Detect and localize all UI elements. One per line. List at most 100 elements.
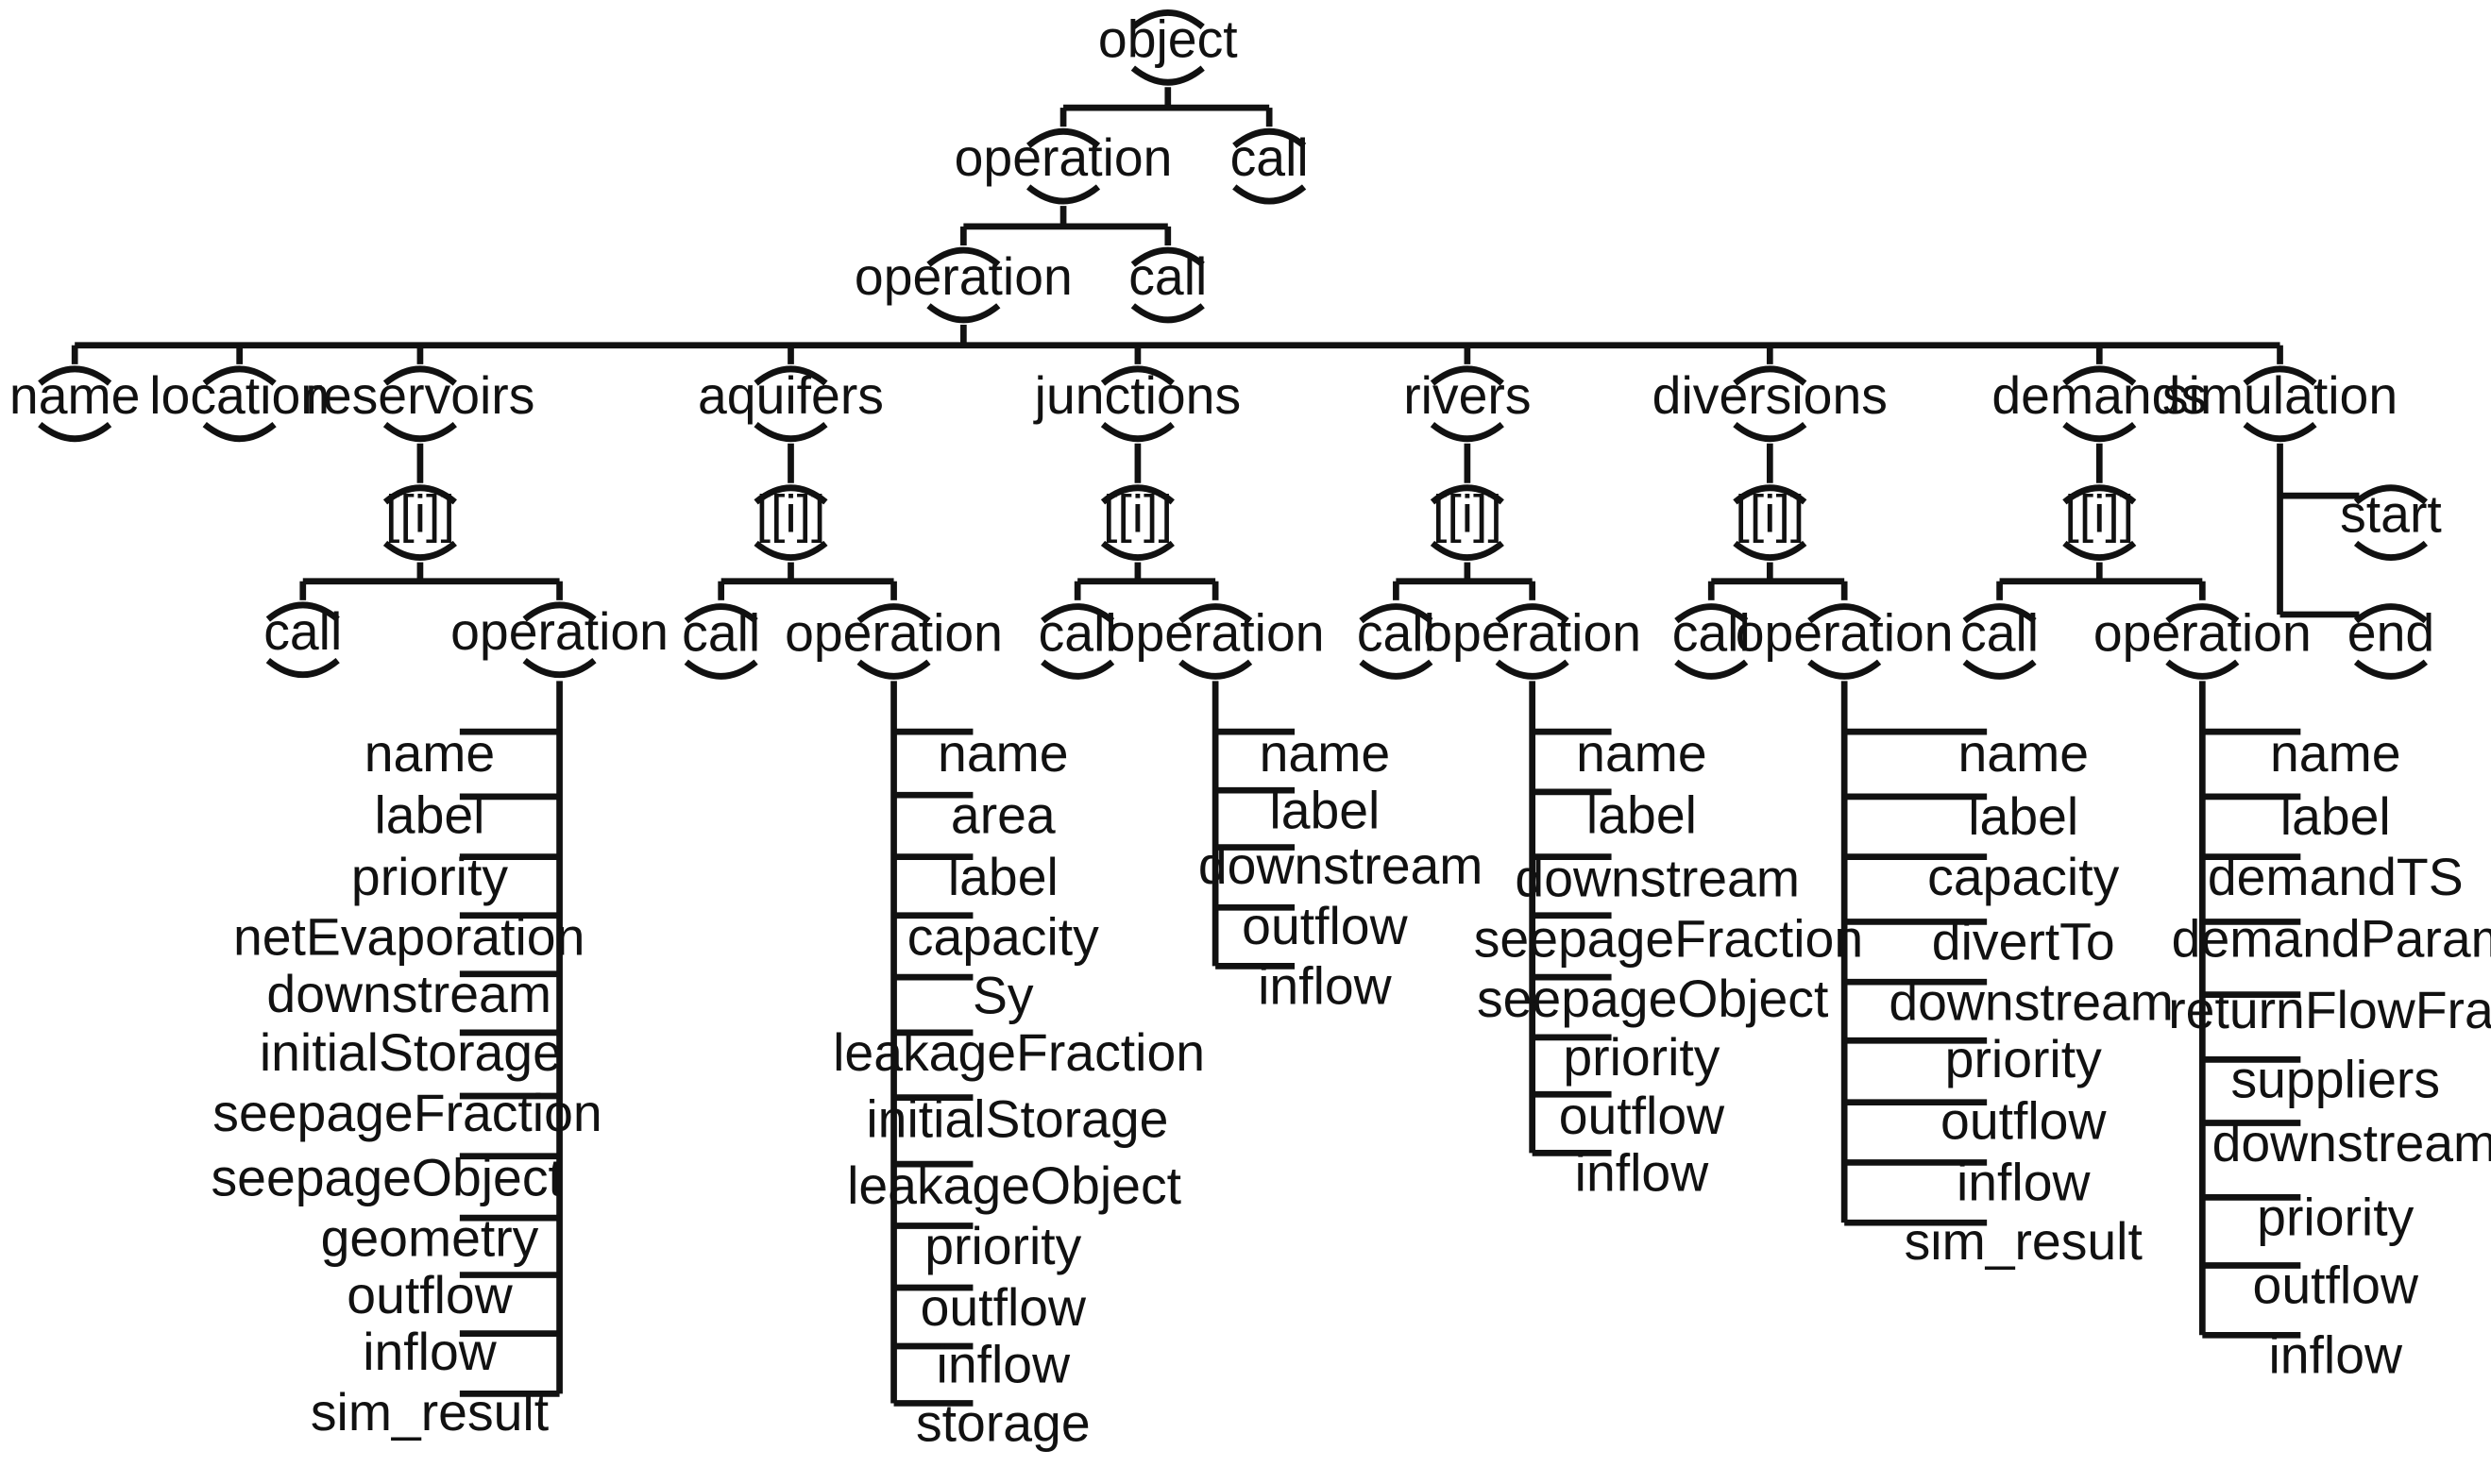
- node-junctions-operation: operation: [1107, 604, 1325, 663]
- attribute-label: divertTo: [1932, 913, 2115, 971]
- node-operation-level2: operation: [855, 247, 1073, 306]
- attribute-label: leakageObject: [847, 1156, 1181, 1215]
- attribute-label: downstream: [1515, 850, 1800, 908]
- attribute-label: outflow: [1940, 1091, 2107, 1150]
- node-aquifers: aquifers: [698, 366, 884, 425]
- attribute-label: area: [951, 785, 1056, 844]
- attribute-label: priority: [1945, 1030, 2102, 1088]
- attribute-label: outflow: [347, 1266, 513, 1324]
- attribute-label: inflow: [1258, 957, 1393, 1016]
- node-bracket-top: [754, 484, 828, 505]
- node-reservoirs-index: [[i]]: [385, 485, 455, 544]
- node-bracket-bottom: [1495, 659, 1569, 680]
- attribute-label: label: [375, 785, 485, 844]
- node-bracket-bottom: [856, 659, 931, 680]
- node-bracket-top: [2353, 484, 2429, 505]
- node-bracket-bottom: [1359, 659, 1433, 680]
- node-bracket-bottom: [1807, 659, 1882, 680]
- attribute-label: priority: [924, 1217, 1081, 1275]
- node-bracket-top: [1430, 365, 1504, 386]
- node-bracket-bottom: [1430, 421, 1504, 443]
- attribute-label: name: [1576, 724, 1706, 783]
- node-bracket-top: [2062, 484, 2137, 505]
- attribute-label: returnFlowFract: [2168, 981, 2491, 1039]
- node-bracket-bottom: [1026, 184, 1101, 205]
- node-bracket-bottom: [754, 540, 828, 561]
- node-bracket-bottom: [684, 659, 758, 680]
- attribute-label: outflow: [2253, 1256, 2419, 1315]
- node-bracket-top: [1130, 9, 1205, 30]
- node-diversions-operation: operation: [1736, 604, 1954, 663]
- node-simulation: simulation: [2162, 366, 2398, 425]
- node-junctions-call: call: [1039, 604, 1117, 663]
- attribute-label: inflow: [363, 1323, 498, 1381]
- node-junctions: junctions: [1033, 366, 1242, 425]
- node-bracket-bottom: [2243, 421, 2317, 443]
- node-bracket-top: [1232, 127, 1307, 148]
- node-aquifers-operation: operation: [785, 604, 1003, 663]
- node-bracket-top: [1359, 603, 1433, 624]
- attribute-label: initialStorage: [866, 1090, 1168, 1149]
- node-demands: demands: [1991, 366, 2207, 425]
- attribute-label: name: [2270, 724, 2400, 783]
- attribute-label: downstream: [2212, 1114, 2491, 1172]
- attribute-label: priority: [1563, 1028, 1720, 1087]
- node-bracket-bottom: [1962, 659, 2037, 680]
- node-bracket-top: [1495, 603, 1569, 624]
- attribute-label: netEvaporation: [233, 908, 585, 967]
- aquifers-attributes: name area label capacity Sy leakageFract…: [833, 724, 1205, 1453]
- node-bracket-top: [1430, 484, 1504, 505]
- node-bracket-top: [1733, 365, 1807, 386]
- node-demands-index: [[i]]: [2064, 485, 2134, 544]
- node-bracket-top: [2165, 603, 2240, 624]
- node-operation-level1: operation: [955, 128, 1173, 187]
- attribute-label: label: [1269, 781, 1380, 839]
- node-reservoirs: reservoirs: [305, 366, 534, 425]
- attribute-label: outflow: [1242, 897, 1408, 955]
- node-rivers: rivers: [1403, 366, 1531, 425]
- node-aquifers-index: [[i]]: [756, 485, 826, 544]
- attribute-label: inflow: [937, 1336, 1072, 1394]
- attribute-label: name: [1260, 724, 1390, 783]
- node-bracket-top: [38, 365, 112, 386]
- attribute-label: initialStorage: [260, 1023, 562, 1082]
- attribute-label: outflow: [1559, 1087, 1725, 1145]
- attribute-label: name: [364, 724, 495, 783]
- node-bracket-bottom: [2062, 540, 2137, 561]
- node-bracket-bottom: [1430, 540, 1504, 561]
- attribute-label: seepageObject: [1477, 970, 1828, 1028]
- node-bracket-bottom: [1130, 65, 1205, 86]
- attribute-label: label: [948, 848, 1059, 906]
- node-bracket-top: [1100, 484, 1175, 505]
- node-bracket-bottom: [522, 657, 597, 679]
- node-bracket-bottom: [1674, 659, 1749, 680]
- attribute-label: name: [938, 724, 1068, 783]
- node-bracket-bottom: [1733, 540, 1807, 561]
- node-bracket-bottom: [2353, 659, 2429, 680]
- demands-attributes: name label demandTS demandParams returnF…: [2168, 724, 2491, 1385]
- attribute-label: label: [2280, 787, 2391, 846]
- attribute-label: seepageObject: [211, 1149, 562, 1207]
- node-simulation-start: start: [2340, 485, 2442, 544]
- node-bracket-bottom: [2165, 659, 2240, 680]
- node-bracket-top: [856, 603, 931, 624]
- node-demands-operation: operation: [2093, 604, 2312, 663]
- reservoirs-attributes: name label priority netEvaporation downs…: [211, 724, 602, 1442]
- node-bracket-top: [382, 365, 457, 386]
- node-bracket-bottom: [754, 421, 828, 443]
- node-bracket-bottom: [2353, 540, 2429, 561]
- attribute-label: capacity: [1927, 848, 2119, 906]
- node-bracket-top: [754, 365, 828, 386]
- attribute-label: demandTS: [2208, 848, 2464, 906]
- node-diversions-index: [[i]]: [1735, 485, 1805, 544]
- node-bracket-top: [684, 603, 758, 624]
- node-rivers-operation: operation: [1423, 604, 1641, 663]
- attribute-label: sim_result: [1905, 1212, 2143, 1271]
- attribute-label: inflow: [1575, 1144, 1710, 1203]
- node-bracket-bottom: [1178, 659, 1253, 680]
- node-reservoirs-operation: operation: [450, 602, 669, 661]
- node-location: location: [149, 366, 330, 425]
- node-brackets: [38, 9, 2429, 680]
- attribute-label: capacity: [907, 908, 1099, 967]
